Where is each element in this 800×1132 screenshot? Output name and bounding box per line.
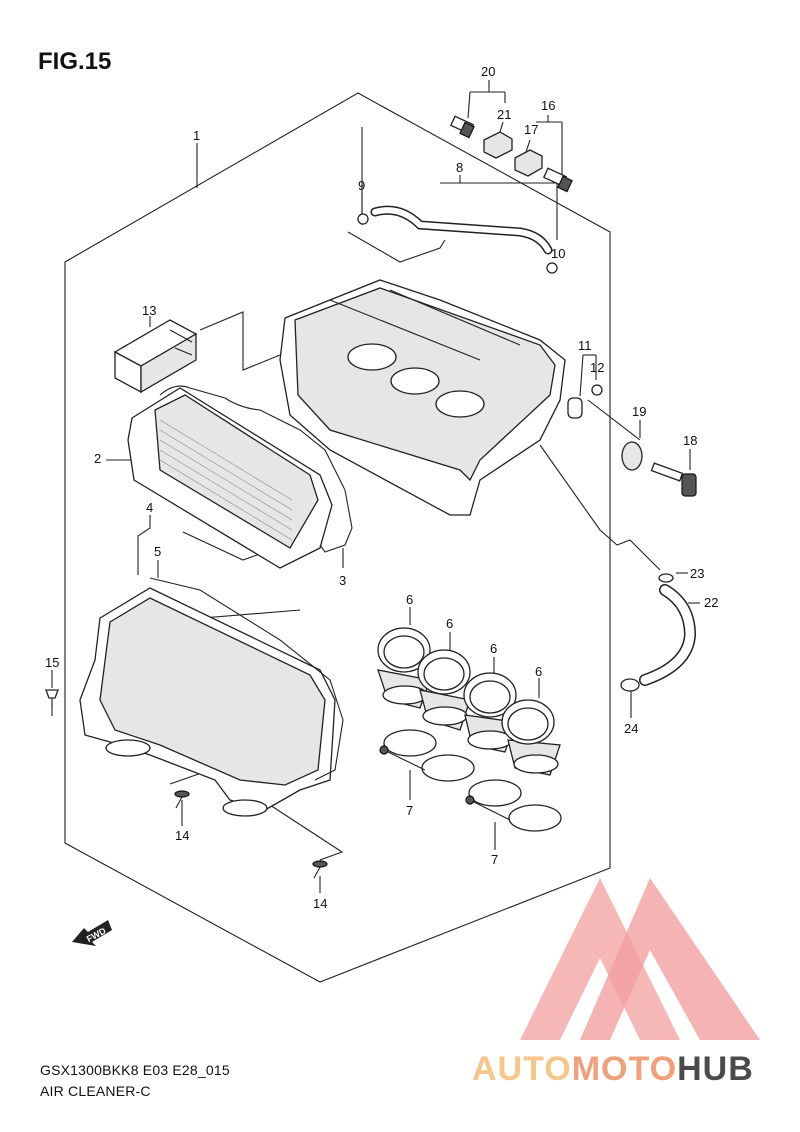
callout-7a: 7 — [406, 803, 413, 818]
callout-6c: 6 — [490, 641, 497, 656]
callout-12: 12 — [590, 360, 604, 375]
part-6-funnel-1 — [377, 627, 431, 709]
callout-4: 4 — [146, 500, 153, 515]
part-3-gasket — [159, 385, 353, 553]
assembly-outline — [64, 92, 611, 983]
part-17-sensor — [514, 149, 543, 177]
callout-7b: 7 — [491, 852, 498, 867]
callout-19: 19 — [632, 404, 646, 419]
callout-22: 22 — [704, 595, 718, 610]
callout-16: 16 — [541, 98, 555, 113]
callout-1: 1 — [193, 128, 200, 143]
part-14-screw-a — [174, 790, 190, 809]
leader-lines — [51, 80, 700, 893]
part-15-rivet — [45, 689, 59, 708]
diagram-name: AIR CLEANER-C — [40, 1083, 151, 1099]
callout-9: 9 — [358, 178, 365, 193]
callout-5: 5 — [154, 544, 161, 559]
callout-labels: 1 2 3 4 5 6 6 6 6 7 7 8 9 10 11 12 13 14… — [45, 64, 718, 911]
part-11-plug — [567, 397, 583, 419]
part-16-sensor — [542, 167, 573, 193]
callout-3: 3 — [339, 573, 346, 588]
part-10-clamp — [546, 262, 558, 274]
watermark-moto: MOTO — [571, 1050, 678, 1088]
part-9-clamp — [357, 213, 369, 225]
part-23-clamp — [658, 573, 674, 583]
callout-14a: 14 — [175, 828, 189, 843]
part-18-sensor — [650, 462, 697, 497]
callout-6b: 6 — [446, 616, 453, 631]
watermark-text: AUTOMOTOHUB — [472, 1050, 754, 1089]
callout-10: 10 — [551, 246, 565, 261]
part-2-air-filter — [127, 387, 333, 569]
callout-2: 2 — [94, 451, 101, 466]
part-20-sensor — [449, 115, 475, 139]
callout-8: 8 — [456, 160, 463, 175]
callout-24: 24 — [624, 721, 638, 736]
watermark-hub: HUB — [677, 1050, 754, 1088]
part-19-grommet — [621, 441, 643, 471]
lower-air-cleaner-case — [79, 577, 344, 817]
callout-23: 23 — [690, 566, 704, 581]
part-7-clamp-pair-b — [465, 779, 562, 832]
part-14-screw-b — [312, 860, 328, 879]
watermark-auto: AUTO — [472, 1050, 572, 1088]
part-6-funnel-4 — [501, 699, 561, 776]
callout-6d: 6 — [535, 664, 542, 679]
part-24-clamp — [620, 678, 640, 692]
part-12-clip — [591, 384, 603, 396]
callout-17: 17 — [524, 122, 538, 137]
part-21-sensor — [483, 131, 513, 159]
callout-20: 20 — [481, 64, 495, 79]
part-7-clamp-pair-a — [379, 729, 475, 782]
callout-14b: 14 — [313, 896, 327, 911]
callout-13: 13 — [142, 303, 156, 318]
figure-title: FIG.15 — [38, 48, 112, 75]
upper-air-cleaner-case — [279, 279, 566, 516]
fwd-arrow-icon: FWD — [72, 920, 112, 946]
callout-15: 15 — [45, 655, 59, 670]
diagram-code: GSX1300BKK8 E03 E28_015 — [40, 1062, 230, 1078]
callout-18: 18 — [683, 433, 697, 448]
callout-21: 21 — [497, 107, 511, 122]
part-6-funnel-2 — [417, 649, 471, 731]
part-13-foam-block — [113, 319, 198, 394]
callout-11: 11 — [578, 338, 592, 353]
callout-6a: 6 — [406, 592, 413, 607]
watermark-logo — [520, 878, 760, 1040]
